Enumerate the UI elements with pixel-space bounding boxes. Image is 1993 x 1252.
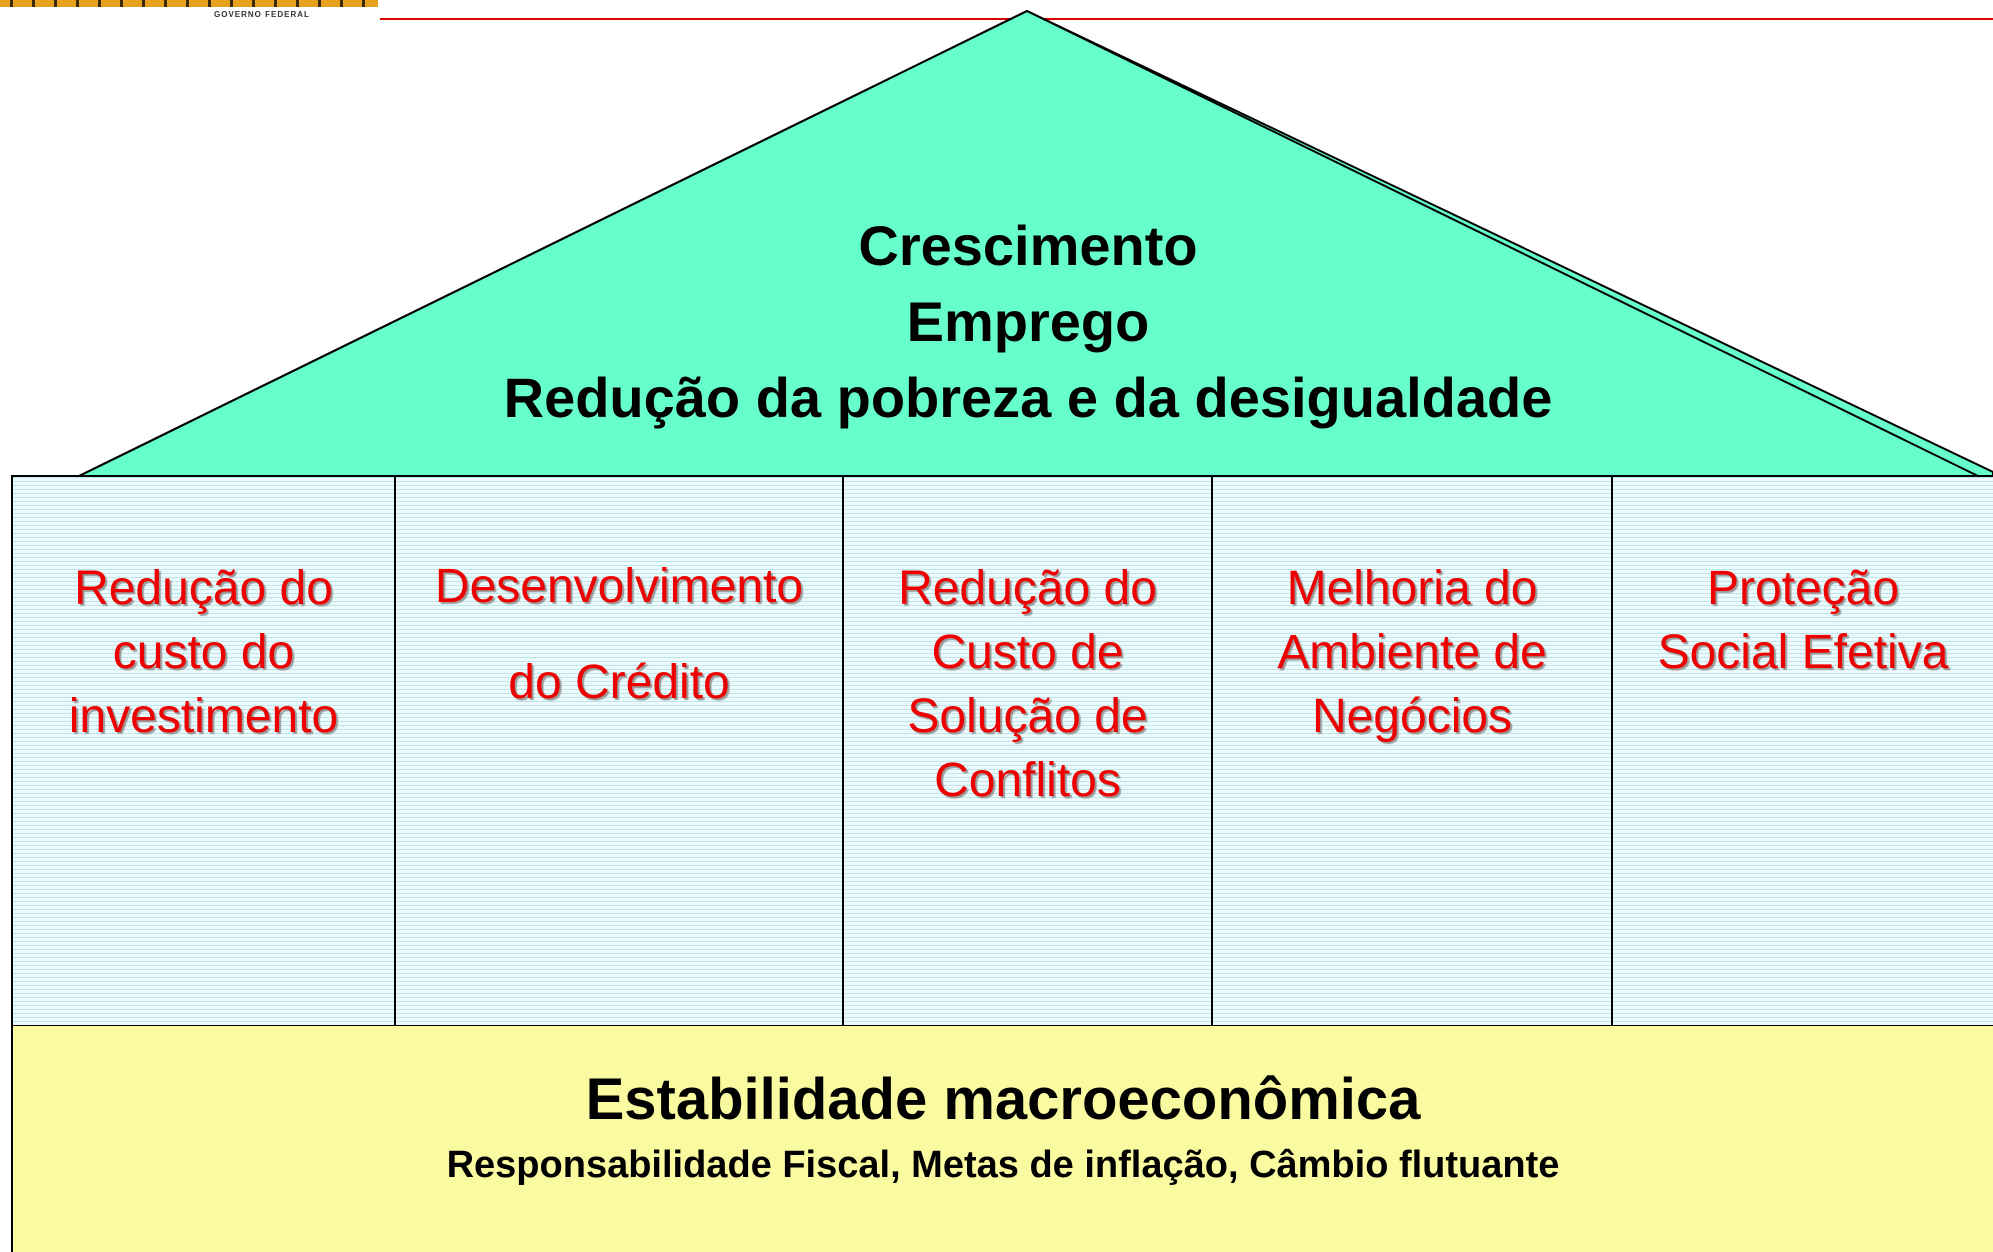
roof-line-employment: Emprego (906, 290, 1150, 353)
roof-right-edge (1026, 10, 1979, 477)
pillar-label: Desenvolvimento do Crédito (434, 560, 804, 709)
roof-left-edge (78, 10, 1028, 477)
foundation-title: Estabilidade macroeconômica (585, 1067, 1421, 1132)
roof-graphic (78, 9, 1993, 477)
pillar-label: Melhoria do Ambiente de Negócios (1277, 562, 1547, 743)
logo-subtitle: GOVERNO FEDERAL (214, 10, 310, 19)
pillar-label: Proteção Social Efetiva (1657, 562, 1949, 679)
foundation-subtitle: Responsabilidade Fiscal, Metas de inflaç… (446, 1144, 1560, 1186)
government-logo: GOVERNO FEDERAL (0, 0, 378, 24)
pillars-row: Redução do custo do investimento Desenvo… (11, 475, 1993, 1027)
foundation: Estabilidade macroeconômica Responsabili… (11, 1026, 1993, 1252)
logo-pattern (0, 0, 378, 7)
roof-goals: Crescimento Emprego Redução da pobreza e… (380, 208, 1676, 436)
pillar-business-environment: Melhoria do Ambiente de Negócios (1213, 477, 1613, 1025)
pillar-conflict-resolution: Redução do Custo de Solução de Conflitos (844, 477, 1213, 1025)
pillar-label: Redução do custo do investimento (68, 562, 339, 743)
pillar-social-protection: Proteção Social Efetiva (1613, 477, 1993, 1025)
pillar-investment-cost: Redução do custo do investimento (11, 477, 396, 1025)
roof-line-growth: Crescimento (858, 214, 1198, 277)
pillar-label: Redução do Custo de Solução de Conflitos (898, 562, 1157, 807)
roof-line-poverty-reduction: Redução da pobreza e da desigualdade (503, 366, 1553, 429)
pillar-credit: Desenvolvimento do Crédito (396, 477, 844, 1025)
